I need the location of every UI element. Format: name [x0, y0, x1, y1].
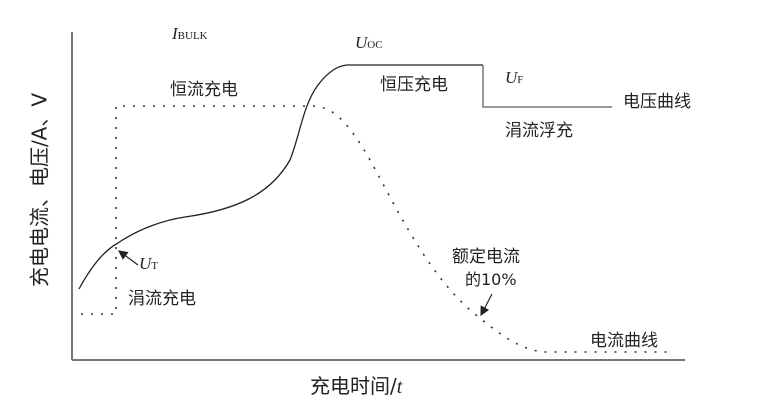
- u-oc-label: UOC: [355, 33, 383, 53]
- rated-current-arrow: [480, 293, 493, 317]
- voltage-curve-label: 电压曲线: [623, 92, 691, 112]
- current-curve: [81, 105, 672, 353]
- u-f-main: U: [505, 68, 518, 87]
- u-t-main: U: [139, 254, 152, 273]
- ut-arrow: [118, 250, 139, 266]
- i-bulk-main: I: [172, 24, 178, 43]
- x-axis-variable: t: [396, 376, 403, 398]
- constant-voltage-label: 恒压充电: [380, 75, 448, 95]
- u-f-label: UF: [505, 68, 523, 88]
- u-t-sub: T: [151, 260, 159, 272]
- trickle-float-label: 涓流浮充: [505, 121, 573, 141]
- trickle-charge-label: 涓流充电: [128, 289, 196, 309]
- u-oc-main: U: [355, 33, 368, 52]
- voltage-float-step: [482, 65, 612, 108]
- constant-current-label: 恒流充电: [170, 80, 238, 100]
- i-bulk-label: IBULK: [172, 24, 208, 44]
- x-axis-label-text: 充电时间/: [310, 374, 397, 398]
- voltage-curve: [78, 64, 483, 290]
- u-oc-sub: OC: [367, 39, 383, 51]
- current-curve-label: 电流曲线: [590, 331, 658, 351]
- u-t-label: UT: [139, 254, 158, 274]
- i-bulk-sub: BULK: [177, 30, 208, 42]
- rated-current-label: 额定电流: [452, 247, 520, 267]
- x-axis-label: 充电时间/t: [310, 370, 402, 399]
- u-f-sub: F: [517, 74, 524, 86]
- rated-current-pct-label: 的10%: [465, 270, 517, 289]
- y-axis-label: 充电电流、电压/A、V: [27, 92, 52, 288]
